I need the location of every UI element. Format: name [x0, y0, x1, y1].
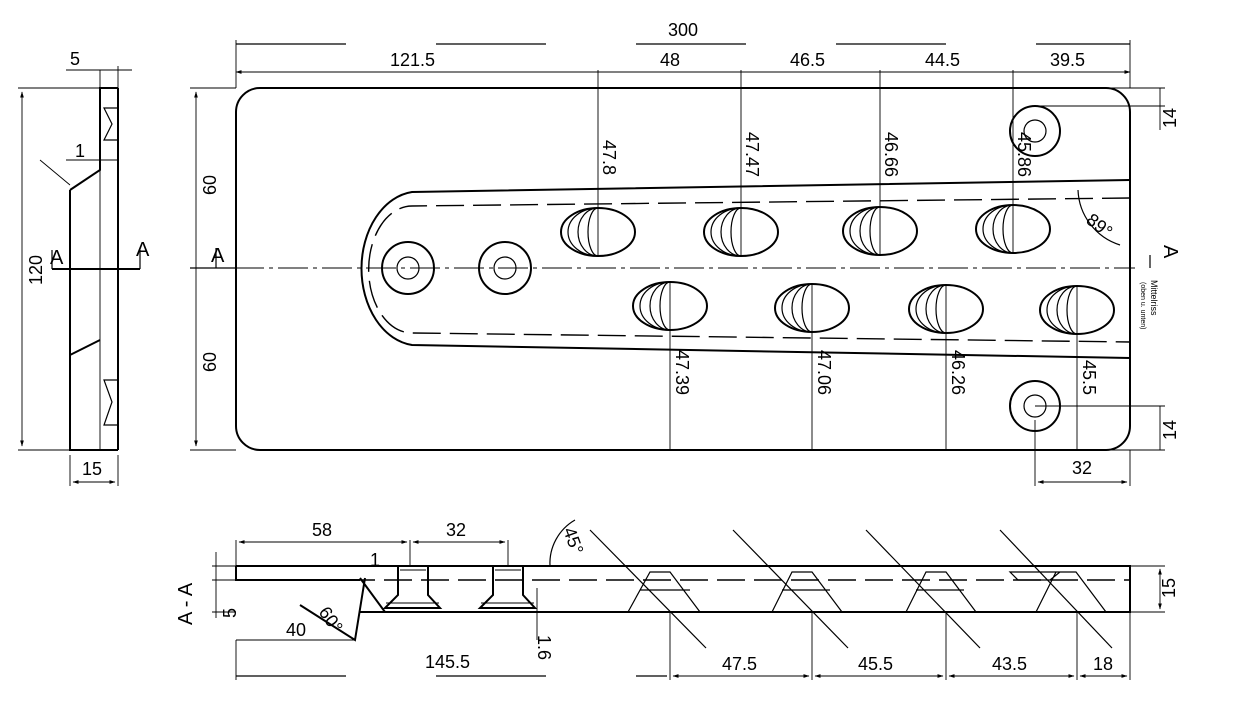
corner-hole-distance-label: 32	[1072, 458, 1092, 478]
segment-5-label: 39.5	[1050, 50, 1085, 70]
half-width-top-label: 60	[200, 175, 220, 195]
section-screw-1	[382, 565, 443, 609]
upper-length-3-label: 46.66	[881, 132, 901, 177]
side-detail-offset-label: 1	[75, 141, 85, 161]
lower-length-4-label: 45.5	[1079, 360, 1099, 395]
section-dim-58-label: 58	[312, 520, 332, 540]
bolt-hole-1	[381, 241, 435, 295]
segment-3-label: 46.5	[790, 50, 825, 70]
section-dim-1-6-label: 1.6	[534, 635, 554, 660]
side-total-height-label: 120	[26, 255, 46, 285]
section-spacing-2-label: 45.5	[858, 654, 893, 674]
section-bore-4	[999, 529, 1113, 649]
section-angle-45-label: 45°	[559, 525, 587, 557]
section-view: A - A 58 32 1 5 60° 40 45° 145.5 1.6 47.…	[175, 519, 1179, 680]
mittelriss-note-title: Mittelriss	[1149, 280, 1159, 316]
upper-length-2-label: 47.47	[742, 132, 762, 177]
section-dim-145-5-label: 145.5	[425, 652, 470, 672]
segment-4-label: 44.5	[925, 50, 960, 70]
section-spacing-4-label: 18	[1093, 654, 1113, 674]
bolt-hole-2	[478, 241, 532, 295]
side-thickness-label: 15	[82, 459, 102, 479]
side-section-marker-left: A	[50, 247, 64, 269]
section-bore-3	[865, 529, 981, 649]
section-spacing-3-label: 43.5	[992, 654, 1027, 674]
corner-offset-top-label: 14	[1160, 108, 1180, 128]
section-screw-2	[477, 565, 538, 609]
top-section-marker-right: A	[1159, 245, 1181, 259]
plate-outline	[235, 87, 1131, 451]
corner-offset-bottom-label: 14	[1160, 420, 1180, 440]
section-spacing-1-label: 47.5	[722, 654, 757, 674]
lower-length-1-label: 47.39	[672, 350, 692, 395]
section-thickness-label: 15	[1159, 578, 1179, 598]
top-view: 300 121.5 48 46.5 44.5 39.5 60 60 14 14 …	[190, 20, 1181, 486]
section-bore-1	[589, 529, 707, 649]
section-dim-40-label: 40	[286, 620, 306, 640]
slot-outline	[360, 179, 1131, 359]
side-section-marker-right: A	[136, 239, 150, 261]
segment-2-label: 48	[660, 50, 680, 70]
lower-length-2-label: 47.06	[814, 350, 834, 395]
half-width-bottom-label: 60	[200, 352, 220, 372]
angle-label: 89°	[1083, 209, 1117, 242]
top-section-marker-left: A	[211, 245, 225, 267]
upper-length-1-label: 47.8	[599, 140, 619, 175]
segment-1-label: 121.5	[390, 50, 435, 70]
side-top-width-label: 5	[70, 49, 80, 69]
section-title: A - A	[175, 582, 197, 625]
lower-length-3-label: 46.26	[948, 350, 968, 395]
upper-length-4-label: 45.86	[1014, 132, 1034, 177]
section-dim-5-label: 5	[220, 608, 240, 618]
section-bore-2	[732, 529, 849, 649]
mittelriss-note-sub: (oben u. unten)	[1139, 282, 1146, 329]
section-dim-1-label: 1	[370, 550, 380, 570]
section-dim-32-label: 32	[446, 520, 466, 540]
overall-length-label: 300	[668, 20, 698, 40]
side-view: 5 1 120 15 A A	[18, 49, 150, 486]
